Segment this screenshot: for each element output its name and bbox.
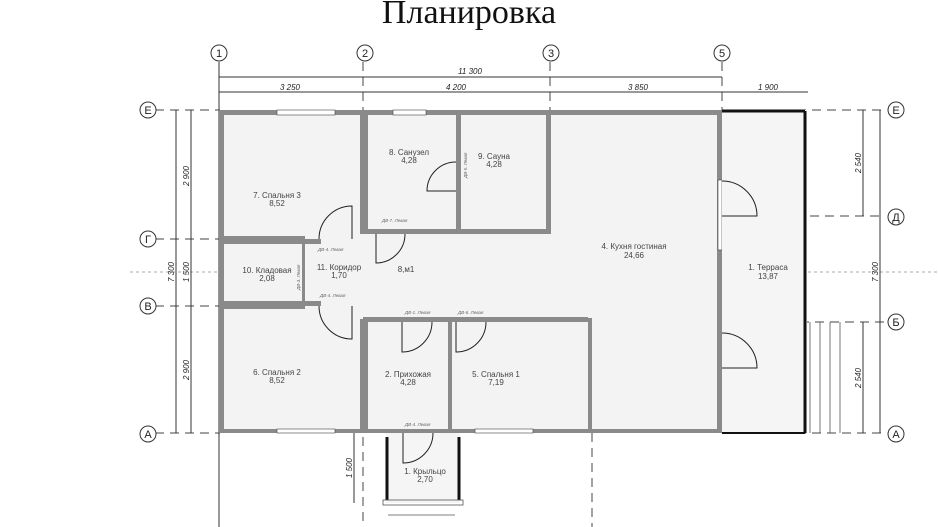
grid-axis-label: А	[892, 429, 900, 441]
grid-axis-label: 1	[216, 48, 222, 60]
door-tag: ДВ-6. Левая	[457, 310, 484, 315]
room-labels: 1. Терраса 13,87 2. Прихожая 4,28 4. Кух…	[242, 148, 788, 484]
dim-top-1: 3 250	[280, 83, 301, 92]
extra-label: 8,м1	[398, 265, 415, 274]
door-tag: ДВ-7. Левая	[381, 218, 408, 223]
room-name: 2. Прихожая	[385, 370, 431, 379]
grid-axis-label: Е	[892, 105, 899, 117]
terrace	[722, 110, 807, 433]
page-title: Планировка	[381, 0, 557, 31]
door-tag: ДВ-1. Левая	[404, 310, 431, 315]
room-hall	[368, 322, 448, 429]
grid-axis-label: 3	[548, 48, 554, 60]
dim-top-4: 1 900	[758, 83, 779, 92]
wall	[717, 115, 722, 433]
room-bedroom-3	[224, 115, 360, 236]
dim-porch: 1 500	[345, 457, 354, 478]
grid-axis-label: 5	[719, 48, 725, 60]
room-sauna	[461, 115, 546, 229]
grid-axis-label: А	[144, 429, 152, 441]
room-area: 8,52	[269, 376, 285, 385]
room-name: 5. Спальня 1	[472, 370, 520, 379]
wall	[224, 301, 321, 306]
room-bedroom-2	[224, 309, 360, 429]
wall	[224, 239, 321, 244]
room-name: 11. Коридор	[317, 263, 362, 272]
grid-axis-label: Д	[892, 212, 900, 224]
dim-top-total: 11 300	[458, 67, 482, 76]
room-area: 1,70	[331, 271, 347, 280]
grid-axis-label: Б	[892, 317, 899, 329]
room-bathroom	[368, 115, 456, 229]
room-name: 9. Сауна	[478, 152, 511, 161]
wall	[363, 317, 588, 322]
room-name: 10. Кладовая	[242, 266, 291, 275]
door-tag: ДВ-4. Левая	[404, 422, 431, 427]
dim-top-2: 4 200	[446, 83, 467, 92]
windows	[276, 109, 723, 434]
room-name: 1. Терраса	[748, 263, 788, 272]
wall	[363, 317, 368, 433]
grid-axis-label: Е	[144, 105, 151, 117]
room-storage	[224, 244, 302, 301]
dim-top-3: 3 850	[628, 83, 649, 92]
room-area: 8,52	[269, 199, 285, 208]
door-tag: ДВ-4. Левая	[317, 247, 344, 252]
wall	[368, 229, 550, 234]
grid-axis-label: 2	[362, 48, 368, 60]
room-name: 7. Спальня 3	[253, 191, 301, 200]
room-area: 4,28	[486, 160, 502, 169]
room-name: 4. Кухня гостиная	[601, 242, 666, 251]
room-area: 2,70	[417, 475, 433, 484]
room-area: 4,28	[401, 156, 417, 165]
wall	[302, 244, 305, 301]
room-area: 4,28	[400, 378, 416, 387]
porch	[386, 433, 460, 503]
door-tag: ДВ-4. Левая	[319, 293, 346, 298]
room-name: 1. Крыльцо	[404, 467, 446, 476]
door-tag: ДВ-5. Левая	[463, 152, 468, 179]
dim-left-3: 2 900	[182, 359, 191, 381]
grid-axis-label: В	[144, 301, 151, 313]
dimensions: 11 300 3 250 4 200 3 850 1 900 7 300 2 9…	[167, 67, 881, 503]
wall	[448, 320, 452, 433]
room-name: 6. Спальня 2	[253, 368, 301, 377]
grid-axis-label: Г	[145, 234, 151, 246]
room-bedroom-1	[452, 322, 588, 429]
dim-left-total: 7 300	[167, 261, 176, 282]
terrace-steps	[809, 322, 841, 433]
grid-bubbles	[139, 44, 905, 443]
dim-left-2: 1 500	[182, 261, 191, 282]
dim-left-1: 2 900	[182, 165, 191, 187]
wall	[588, 318, 592, 433]
dim-right-total: 7 300	[871, 261, 880, 282]
room-area: 13,87	[758, 272, 779, 281]
porch-steps	[382, 499, 464, 516]
room-area: 7,19	[488, 378, 504, 387]
room-area: 2,08	[259, 274, 275, 283]
wall	[456, 115, 461, 229]
doors	[318, 161, 758, 464]
room-area: 24,66	[624, 251, 645, 260]
door-tag: ДВ-3. Левая	[296, 264, 301, 291]
room-name: 8. Санузел	[389, 148, 429, 157]
dim-right-2: 2 540	[854, 367, 863, 389]
dim-right-1: 2 540	[854, 152, 863, 174]
wall	[546, 115, 551, 229]
